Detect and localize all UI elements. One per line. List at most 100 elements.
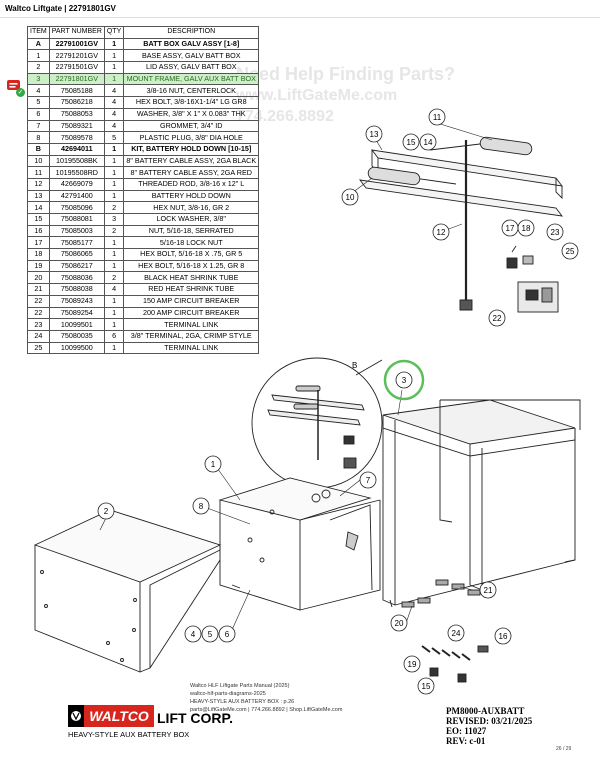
callout-circle-4[interactable]: [184, 625, 202, 643]
company-name: LIFT CORP.: [157, 710, 233, 726]
callout-circle-15a[interactable]: [402, 133, 420, 151]
cell-qty: 1: [103, 177, 125, 191]
cell-qty: 1: [103, 341, 125, 355]
add-to-cart-icon[interactable]: [6, 78, 22, 94]
footer-credit: Waltco HLF Liftgate Parts Manual (2025) …: [190, 682, 342, 714]
callout-circle-23[interactable]: [546, 223, 564, 241]
callout-circle-16[interactable]: [494, 627, 512, 645]
callout-2: 2: [104, 507, 109, 516]
callout-circle-7[interactable]: [359, 471, 377, 489]
cell-description: BASE ASSY, GALV BATT BOX: [123, 49, 260, 63]
small-hardware-parts: [506, 245, 559, 313]
cell-description: 5/16-18 LOCK NUT: [123, 236, 260, 250]
cell-part-number: 75088081: [48, 213, 105, 226]
cell-description: LOCK WASHER, 3/8": [123, 213, 260, 226]
cell-qty: 3: [103, 213, 125, 226]
highlight-ring: [383, 359, 425, 401]
callout-circle-11[interactable]: [428, 108, 446, 126]
cell-description: BATTERY HOLD DOWN: [123, 189, 260, 203]
callout-15a: 15: [407, 138, 416, 147]
callout-circle-25[interactable]: [561, 242, 579, 260]
cell-description: TERMINAL LINK: [123, 341, 260, 355]
callout-circle-19[interactable]: [403, 655, 421, 673]
callout-25: 25: [566, 247, 575, 256]
callout-circle-6[interactable]: [218, 625, 236, 643]
cell-item: 7: [27, 119, 50, 133]
callout-circle-8[interactable]: [192, 497, 210, 515]
callout-circle-18[interactable]: [517, 219, 535, 237]
callout-8: 8: [199, 502, 204, 511]
revision: REV: c-01: [446, 736, 486, 746]
cell-description: GROMMET, 3/4" ID: [123, 119, 260, 133]
col-part-number: PART NUMBER: [48, 26, 105, 39]
callout-circle-10[interactable]: [341, 188, 359, 206]
battery-hold-down-assembly: [358, 136, 564, 311]
cell-description: 8" BATTERY CABLE ASSY, 2GA BLACK: [123, 154, 260, 168]
watermark: Need Help Finding Parts? www.LiftGateMe.…: [236, 64, 455, 127]
callout-circle-5[interactable]: [201, 625, 219, 643]
callout-circle-20[interactable]: [390, 614, 408, 632]
watermark-line-2: www.LiftGateMe.com: [236, 87, 398, 104]
callout-circle-12[interactable]: [432, 223, 450, 241]
check-icon: ✓: [16, 88, 25, 97]
callout-6: 6: [225, 630, 230, 639]
callout-circle-24[interactable]: [447, 624, 465, 642]
callout-16: 16: [499, 632, 508, 641]
cell-description: 8" BATTERY CABLE ASSY, 2GA RED: [123, 166, 260, 179]
callout-10: 10: [346, 193, 355, 202]
cell-qty: 1: [103, 318, 125, 331]
callout-circle-14[interactable]: [419, 133, 437, 151]
callout-20: 20: [395, 619, 404, 628]
callout-3: 3: [402, 376, 407, 385]
battery-box-base: [218, 477, 393, 611]
callout-5: 5: [208, 630, 213, 639]
credit-line-1: Waltco HLF Liftgate Parts Manual (2025): [190, 683, 290, 689]
callout-circle-2[interactable]: [97, 502, 115, 520]
callouts: 1 2 3 4 5 6 7 8 10 11 12 13 14 15 15 16 …: [97, 108, 579, 695]
watermark-line-3: 774.266.8892: [236, 108, 334, 125]
callout-circle-3[interactable]: [395, 371, 413, 389]
callout-24: 24: [452, 629, 461, 638]
callout-circle-22[interactable]: [488, 309, 506, 327]
callout-circle-1[interactable]: [204, 455, 222, 473]
cell-qty: 1: [103, 37, 125, 51]
cell-qty: 2: [103, 224, 125, 238]
callout-17: 17: [506, 224, 515, 233]
callout-21: 21: [484, 586, 493, 595]
logo-text: WALTCO: [89, 708, 149, 724]
callout-19: 19: [408, 660, 417, 669]
callout-14: 14: [424, 138, 433, 147]
callout-circle-15b[interactable]: [417, 677, 435, 695]
cell-description: NUT, 5/16-18, SERRATED: [123, 224, 260, 238]
callout-4: 4: [191, 630, 196, 639]
cell-qty: 1: [103, 166, 125, 179]
battery-box-lid: [33, 509, 222, 673]
callout-circle-13[interactable]: [365, 125, 383, 143]
callout-circle-21[interactable]: [479, 581, 497, 599]
callout-15b: 15: [422, 682, 431, 691]
